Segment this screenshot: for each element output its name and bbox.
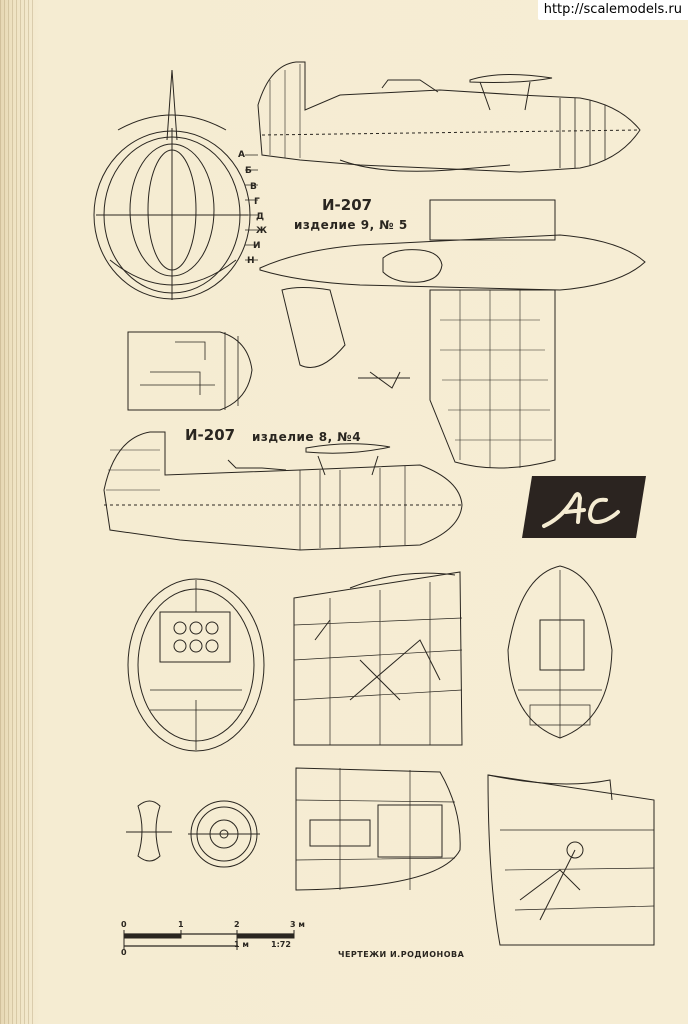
cockpit-side-cutaway (293, 571, 463, 746)
ac-logo-icon (522, 476, 646, 538)
scale-ratio: 1:72 (271, 940, 291, 949)
scale-tick-label: 2 (234, 920, 240, 929)
section-letter: Г (254, 197, 260, 207)
scale-tick-label: 0 (121, 948, 127, 957)
scale-tick-label: 3 м (290, 920, 305, 929)
side-view-lower (103, 431, 463, 551)
cockpit-top-section (507, 565, 613, 739)
scale-tick-label: 1 м (234, 940, 249, 949)
section-letter: Ж (256, 226, 268, 236)
wheel-view (188, 800, 260, 868)
section-letter: И (253, 241, 261, 251)
section-letter: Н (247, 256, 255, 266)
fuselage-detail-view (127, 331, 253, 411)
section-letter: Д (256, 212, 265, 222)
side-view-title: И-207 (185, 426, 236, 444)
section-letter: В (250, 182, 257, 192)
section-letter: Б (245, 166, 252, 176)
front-view (93, 69, 258, 300)
rib-section (126, 800, 172, 862)
scale-tick-label: 1 (178, 920, 184, 929)
watermark-url: http://scalemodels.ru (537, 0, 688, 20)
gear-well-cutaway (487, 774, 655, 946)
cockpit-front-section (127, 578, 265, 752)
top-view-title: И-207 (322, 196, 373, 214)
top-view (259, 199, 646, 469)
cockpit-floor-view (295, 767, 461, 891)
section-letter: А (238, 150, 245, 160)
page-edge (0, 0, 34, 1024)
scale-bar (123, 930, 295, 950)
side-view-upper (257, 61, 641, 173)
scale-tick-label: 0 (121, 920, 127, 929)
side-view-subtitle: изделие 8, №4 (252, 430, 362, 444)
drawing-credits: ЧЕРТЕЖИ И.РОДИОНОВА (338, 950, 465, 959)
top-view-subtitle: изделие 9, № 5 (294, 218, 408, 232)
